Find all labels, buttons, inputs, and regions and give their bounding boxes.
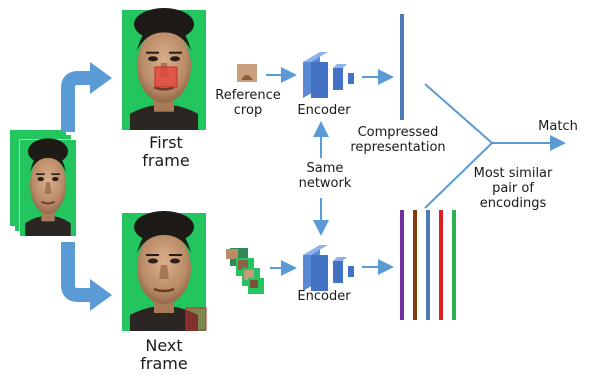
encoder-top-label: Encoder [297, 103, 351, 118]
first-frame-image [120, 6, 208, 132]
encoding-bar-brown [413, 210, 417, 320]
reference-crop-highlight [154, 66, 178, 88]
encoding-bar-purple [400, 210, 404, 320]
arrow-to-next-frame [61, 242, 112, 311]
match-label: Match [538, 119, 578, 134]
input-frame-stack [10, 130, 78, 238]
encoder-top-icon [303, 52, 354, 98]
candidate-encoding-bars [400, 210, 456, 320]
reference-crop-thumbnail [237, 64, 257, 82]
candidate-crop-highlight [185, 307, 207, 331]
merge-line-bottom [424, 142, 493, 209]
encoding-bar-green [452, 210, 456, 320]
candidate-crops-stack [226, 248, 264, 294]
encoder-bottom-icon [303, 245, 354, 291]
encoder-bottom-label: Encoder [297, 289, 351, 304]
compressed-representation-bar [400, 14, 404, 120]
encoding-bar-blue [426, 210, 430, 320]
encoding-bar-red [439, 210, 443, 320]
merge-line-top [424, 83, 493, 144]
arrow-to-first-frame [61, 62, 112, 132]
next-frame-image [120, 209, 208, 333]
